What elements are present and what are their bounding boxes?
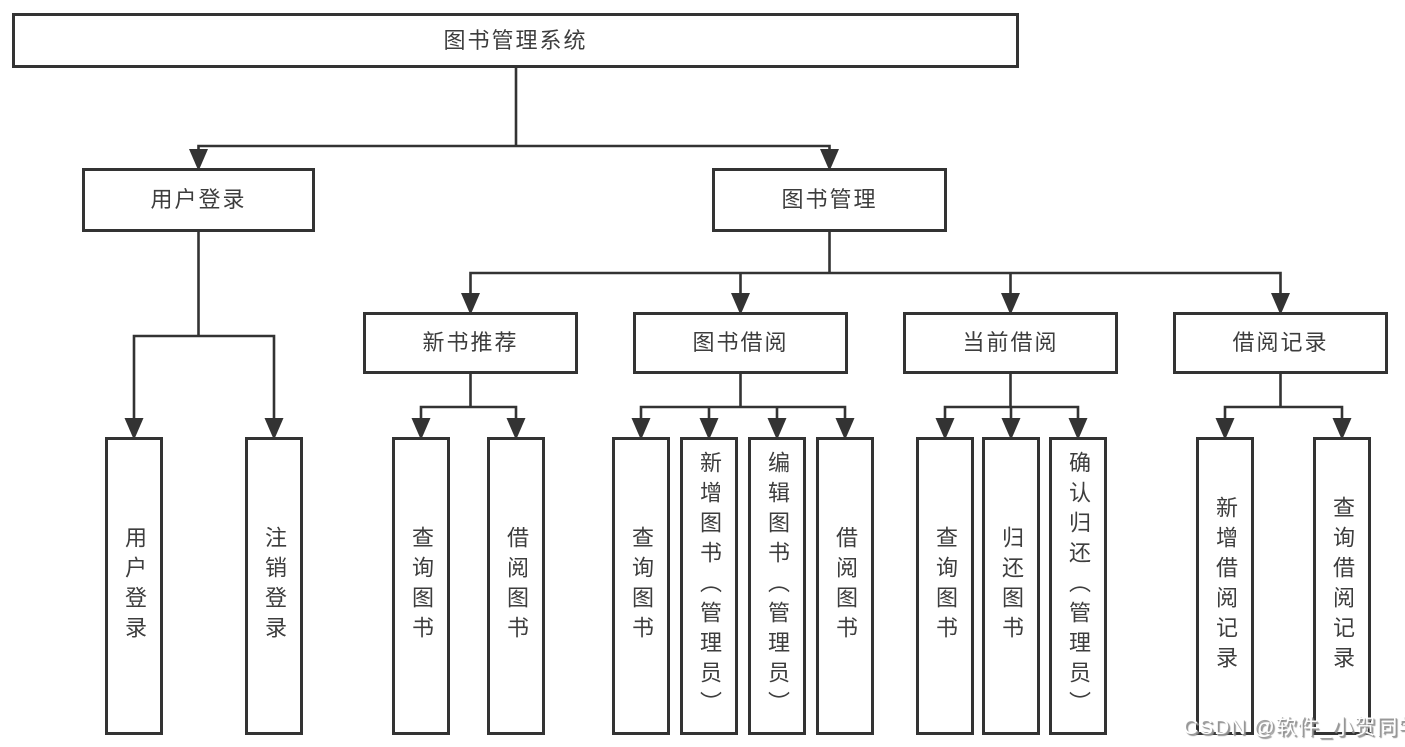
leaf-add-borrow-record: 新增借阅记录 — [1196, 437, 1254, 735]
node-label: 用户登录 — [122, 526, 147, 646]
leaf-borrow-books-recommend: 借阅图书 — [487, 437, 545, 735]
node-label: 新书推荐 — [422, 330, 519, 355]
node-new-book-recommend: 新书推荐 — [363, 312, 578, 374]
node-user-login: 用户登录 — [82, 168, 315, 232]
arrowheads — [124, 149, 1352, 440]
node-label: 查询图书 — [409, 526, 434, 646]
node-label: 图书管理系统 — [443, 27, 588, 53]
leaf-query-books-recommend: 查询图书 — [392, 437, 450, 735]
node-current-borrowing: 当前借阅 — [903, 312, 1118, 374]
node-label: 用户登录 — [150, 187, 247, 212]
node-book-borrowing: 图书借阅 — [633, 312, 848, 374]
node-label: 图书管理 — [781, 187, 878, 212]
node-label: 借阅图书 — [833, 526, 858, 646]
node-label: 借阅图书 — [504, 526, 529, 646]
node-book-management: 图书管理 — [712, 168, 947, 232]
leaf-return-books: 归还图书 — [982, 437, 1040, 735]
node-label: 图书借阅 — [692, 330, 789, 355]
csdn-watermark: CSDN @软件_小贺同学 — [1183, 716, 1405, 739]
leaf-borrow-books: 借阅图书 — [816, 437, 874, 735]
leaf-user-login: 用户登录 — [105, 437, 163, 735]
node-label: 归还图书 — [999, 526, 1024, 646]
node-label: 新增借阅记录 — [1213, 496, 1238, 676]
node-label: 查询图书 — [933, 526, 958, 646]
node-label: 确认归还（管理员） — [1066, 451, 1091, 721]
leaf-query-borrow-record: 查询借阅记录 — [1313, 437, 1371, 735]
node-label: 新增图书（管理员） — [697, 451, 722, 721]
node-label: 查询图书 — [629, 526, 654, 646]
node-label: 编辑图书（管理员） — [765, 451, 790, 721]
node-library-system: 图书管理系统 — [12, 13, 1019, 68]
leaf-query-books-borrowing: 查询图书 — [612, 437, 670, 735]
leaf-edit-books-admin: 编辑图书（管理员） — [748, 437, 806, 735]
leaf-add-books-admin: 新增图书（管理员） — [680, 437, 738, 735]
node-label: 借阅记录 — [1232, 330, 1329, 355]
leaf-query-books-current: 查询图书 — [916, 437, 974, 735]
node-borrow-records: 借阅记录 — [1173, 312, 1388, 374]
leaf-logout: 注销登录 — [245, 437, 303, 735]
node-label: 查询借阅记录 — [1330, 496, 1355, 676]
leaf-confirm-return-admin: 确认归还（管理员） — [1049, 437, 1107, 735]
node-label: 当前借阅 — [962, 330, 1059, 355]
node-label: 注销登录 — [262, 526, 287, 646]
